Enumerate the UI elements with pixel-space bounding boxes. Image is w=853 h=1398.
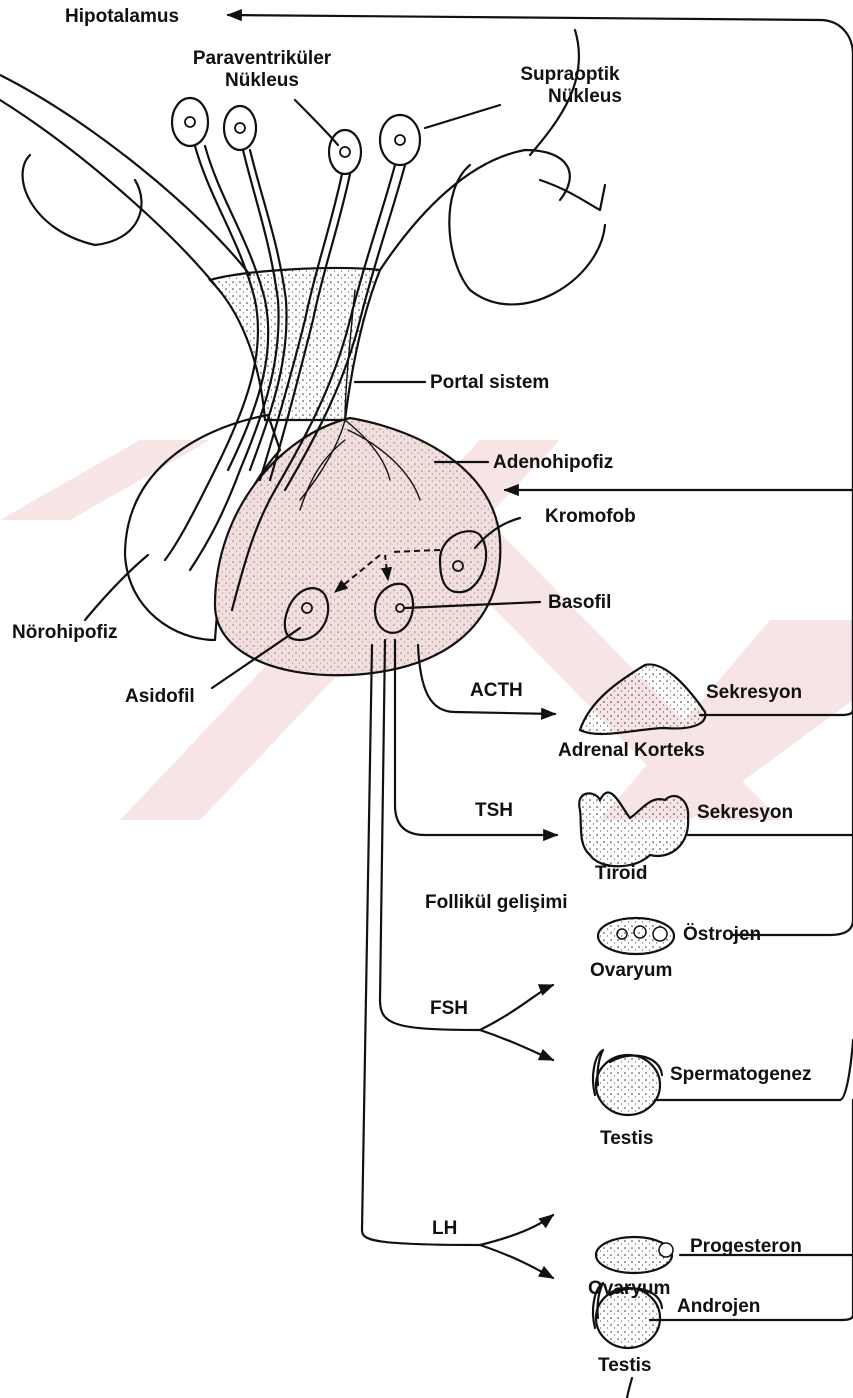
label-sekresyon-tiroid: Sekresyon	[697, 802, 793, 824]
label-asidofil: Asidofil	[125, 686, 195, 708]
hormone-pathways	[362, 640, 557, 1278]
label-acth: ACTH	[470, 680, 523, 702]
bottom-mark	[627, 1378, 632, 1398]
label-adenohipofiz: Adenohipofiz	[493, 452, 613, 474]
label-portal-sistem: Portal sistem	[430, 372, 549, 394]
label-spermatogenez: Spermatogenez	[670, 1064, 811, 1086]
label-supraoptik-nukleus: Nükleus	[510, 86, 660, 108]
label-testis-lh: Testis	[598, 1355, 652, 1377]
label-ostrojen: Östrojen	[683, 924, 761, 946]
label-tiroid: Tiroid	[595, 863, 647, 885]
label-paraventrikuler-nukleus: Nükleus	[182, 70, 342, 92]
label-tsh: TSH	[475, 800, 513, 822]
label-ovaryum-lh: Ovaryum	[588, 1278, 670, 1300]
label-adrenal-korteks: Adrenal Korteks	[558, 740, 705, 762]
label-lh: LH	[432, 1218, 457, 1240]
label-testis-fsh: Testis	[600, 1128, 654, 1150]
label-hipotalamus: Hipotalamus	[65, 6, 179, 28]
label-fsh: FSH	[430, 998, 468, 1020]
label-norohipofiz: Nörohipofiz	[12, 622, 118, 644]
ovaryum-fsh-organ	[598, 918, 674, 954]
label-supraoptik: Supraoptik	[495, 64, 645, 86]
adenohipofiz-lobe	[215, 418, 500, 675]
label-follikul-gelisimi: Follikül gelişimi	[425, 892, 568, 914]
testis-fsh-organ	[593, 1050, 662, 1115]
label-androjen: Androjen	[677, 1296, 760, 1318]
label-ovaryum-fsh: Ovaryum	[590, 960, 672, 982]
label-basofil: Basofil	[548, 592, 611, 614]
ovaryum-lh-organ	[596, 1237, 673, 1273]
label-paraventrikuler: Paraventriküler	[182, 48, 342, 70]
label-kromofob: Kromofob	[545, 506, 636, 528]
label-sekresyon-adrenal: Sekresyon	[706, 682, 802, 704]
label-progesteron: Progesteron	[690, 1236, 802, 1258]
